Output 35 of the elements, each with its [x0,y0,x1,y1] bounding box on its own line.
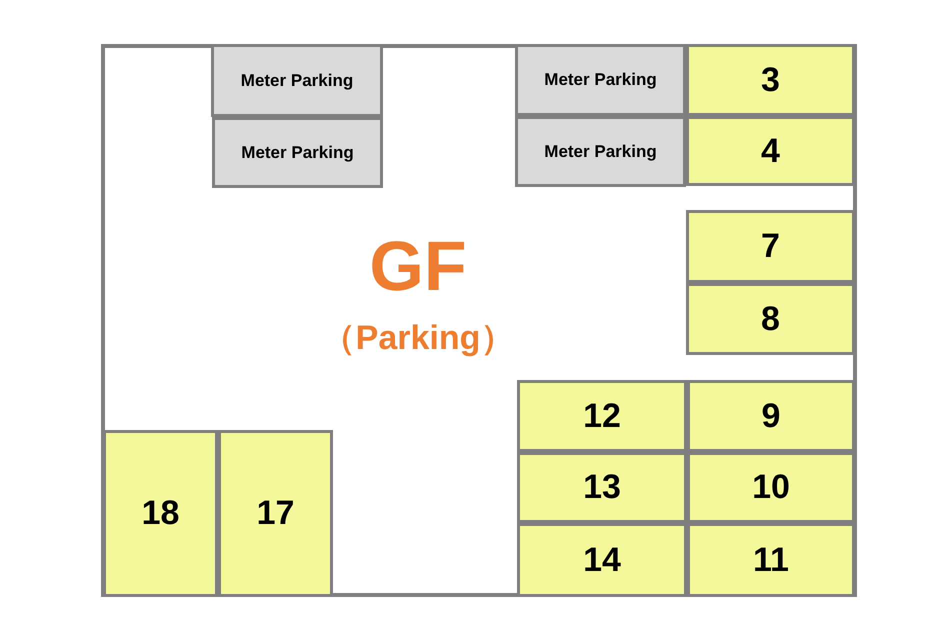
parking-bay [103,430,218,597]
parking-bay [218,430,333,597]
bay-number: 18 [142,494,180,533]
bay-number: 3 [761,60,780,100]
parking-bay [687,380,855,452]
parking-bay [686,210,855,283]
bay-number: 14 [583,540,621,580]
bay-label: Meter Parking [544,70,657,90]
parking-bay [517,380,687,452]
bay-number: 10 [752,468,790,507]
parking-bay [687,452,855,523]
floor-outline [101,44,857,597]
floor-title: GF [369,226,467,306]
parking-bay [686,44,855,116]
parking-bay [687,523,855,597]
meter-parking-bay [211,44,383,117]
bay-label: Meter Parking [241,142,354,162]
bay-number: 11 [753,540,789,580]
meter-parking-bay [515,44,686,116]
bay-number: 9 [762,396,780,436]
bay-number: 13 [583,468,621,507]
bay-label: Meter Parking [240,70,354,90]
bay-number: 17 [256,494,294,533]
bay-number: 7 [761,227,780,266]
meter-parking-bay [212,117,383,188]
parking-bay [686,283,855,355]
parking-bay [517,523,687,597]
meter-parking-bay [515,116,686,187]
bay-number: 4 [761,132,780,170]
parking-bay [686,116,855,186]
floor-subtitle: （Parking） [322,318,514,359]
bay-number: 12 [583,396,621,436]
parking-bay [517,452,687,523]
bay-number: 8 [761,300,780,338]
bay-label: Meter Parking [544,142,657,162]
